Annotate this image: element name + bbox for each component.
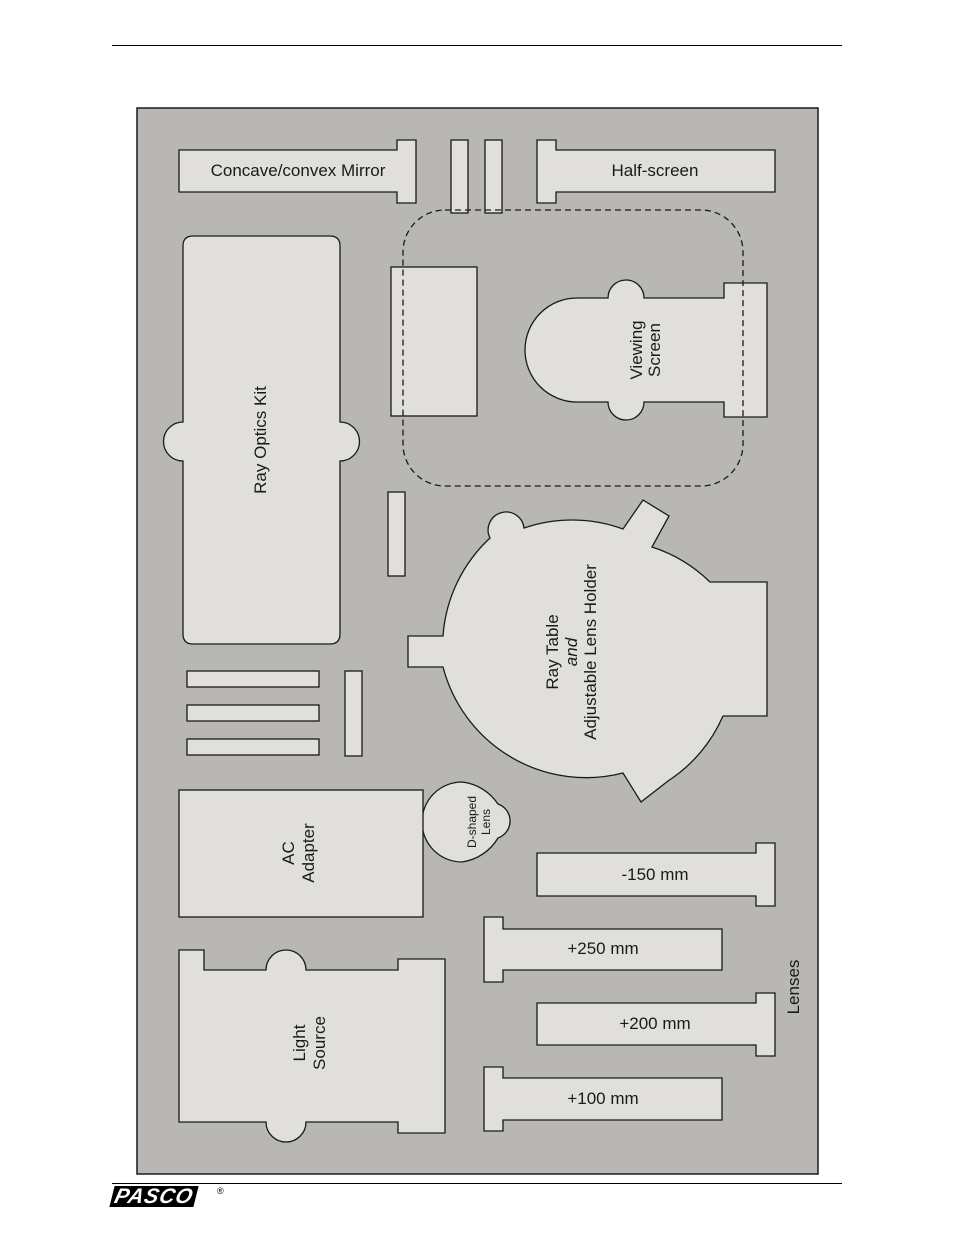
lens-150-label: -150 mm	[621, 865, 688, 884]
bar-piece	[186, 704, 320, 722]
lens-200-piece	[536, 992, 776, 1057]
lens-200-label: +200 mm	[619, 1014, 690, 1033]
viewing-screen-label-2: Screen	[645, 323, 664, 377]
light-source-label-1: Light	[290, 1024, 309, 1061]
ray-optics-kit-label: Ray Optics Kit	[251, 386, 270, 494]
ray-box-piece	[390, 266, 478, 417]
ac-adapter-piece	[178, 789, 424, 918]
half-screen-label: Half-screen	[612, 161, 699, 180]
bar-piece	[186, 738, 320, 756]
footer-rule	[112, 1183, 842, 1184]
strip-piece	[450, 139, 469, 214]
lens-250-piece	[483, 916, 723, 983]
ray-table-label-3: Adjustable Lens Holder	[581, 564, 600, 740]
strip-piece	[484, 139, 503, 214]
strip-piece	[387, 491, 406, 577]
mirror-label: Concave/convex Mirror	[211, 161, 386, 180]
mirror-piece	[178, 139, 417, 204]
viewing-screen-label-1: Viewing	[627, 320, 646, 379]
pasco-logo: PASCO	[109, 1185, 199, 1208]
light-source-label-2: Source	[310, 1016, 329, 1070]
viewing-screen-piece	[524, 279, 768, 421]
ray-table-label-2: and	[562, 637, 581, 666]
lens-100-piece	[483, 1066, 723, 1132]
d-shaped-lens-label-2: Lens	[479, 809, 493, 835]
ac-adapter-label-2: Adapter	[299, 823, 318, 883]
half-screen-piece	[536, 139, 776, 204]
bar-piece	[186, 670, 320, 688]
ray-table-label-1: Ray Table	[543, 614, 562, 689]
lens-250-label: +250 mm	[567, 939, 638, 958]
lens-100-label: +100 mm	[567, 1089, 638, 1108]
ray-optics-kit-piece	[162, 235, 361, 645]
ac-adapter-label-1: AC	[279, 841, 298, 865]
registered-mark: ®	[217, 1186, 224, 1196]
d-shaped-lens-label-1: D-shaped	[465, 796, 479, 848]
header-rule	[112, 45, 842, 46]
ray-table-piece	[407, 499, 768, 803]
bar-piece	[344, 670, 363, 757]
d-shaped-lens-piece	[421, 781, 511, 863]
lenses-label: Lenses	[784, 960, 803, 1015]
light-source-piece	[178, 949, 446, 1143]
lens-150-piece	[536, 842, 776, 907]
